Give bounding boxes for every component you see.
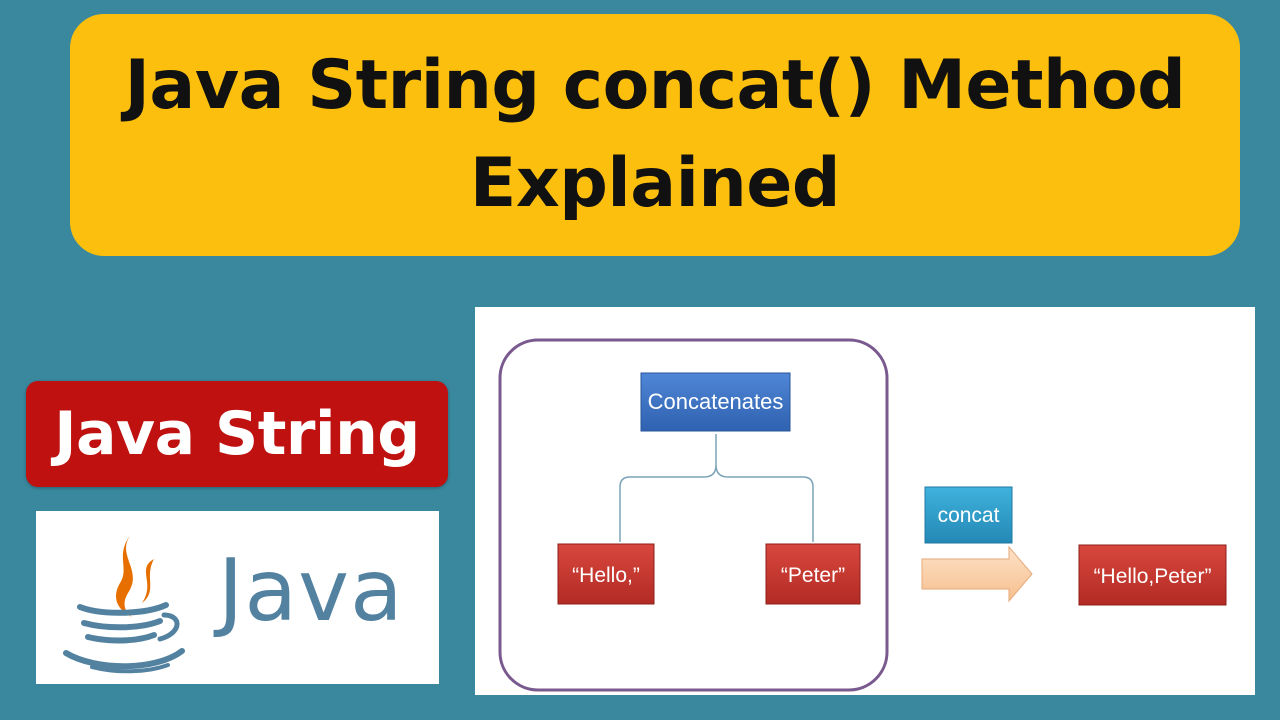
- java-wordmark: Java: [218, 541, 404, 641]
- hello-label: “Hello,”: [572, 564, 640, 587]
- badge-label: Java String: [54, 399, 420, 469]
- title-banner: Java String concat() Method Explained: [70, 14, 1240, 256]
- concat-box: concat: [924, 486, 1013, 544]
- diagram-canvas: Concatenates “Hello,” “Peter” concat “He…: [498, 338, 1227, 692]
- result-box: “Hello,Peter”: [1078, 544, 1227, 606]
- concat-diagram: Concatenates “Hello,” “Peter” concat “He…: [475, 307, 1255, 695]
- concatenates-label: Concatenates: [648, 389, 784, 414]
- java-coffee-cup-icon: [63, 533, 185, 674]
- concat-label: concat: [938, 504, 1000, 527]
- peter-label: “Peter”: [781, 564, 845, 587]
- arrow-right-icon: [921, 545, 1033, 603]
- title-line-1: Java String concat() Method: [124, 46, 1186, 125]
- brace-connector: [619, 434, 814, 542]
- group-outline: [498, 338, 889, 692]
- page-title: Java String concat() Method Explained: [125, 37, 1186, 233]
- hello-box: “Hello,”: [557, 543, 655, 605]
- concatenates-box: Concatenates: [640, 372, 791, 432]
- result-label: “Hello,Peter”: [1094, 565, 1212, 588]
- title-line-2: Explained: [469, 144, 841, 223]
- peter-box: “Peter”: [765, 543, 861, 605]
- java-string-badge: Java String: [26, 381, 448, 487]
- java-logo-card: Java: [36, 511, 439, 684]
